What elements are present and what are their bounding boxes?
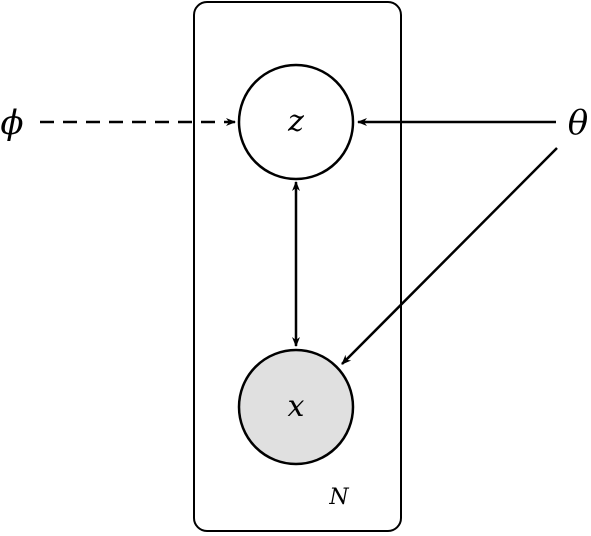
node-x-label: x <box>288 389 305 424</box>
node-x-circle <box>237 348 355 466</box>
node-x: x <box>237 348 355 466</box>
phi-label: ϕ <box>0 103 23 143</box>
node-z: z <box>237 63 355 181</box>
theta-label: θ <box>568 103 588 143</box>
plate-label: N <box>328 485 349 510</box>
edge-theta-to-x <box>341 147 558 365</box>
node-z-label: z <box>287 104 304 139</box>
node-z-circle <box>237 63 355 181</box>
plate-box <box>193 1 402 532</box>
